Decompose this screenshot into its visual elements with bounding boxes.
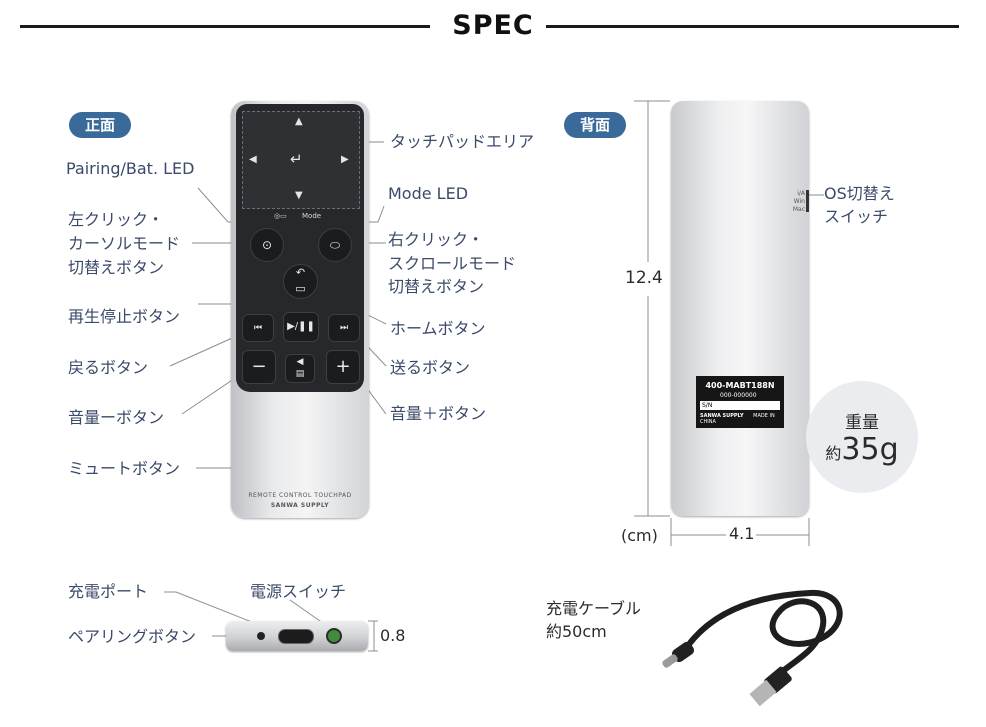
page-title: SPEC — [452, 10, 534, 41]
switch-mark-ia: i/A — [797, 190, 805, 197]
forward-button[interactable]: ⏭ — [328, 314, 360, 342]
os-switch[interactable] — [806, 190, 809, 212]
dimension-width: 4.1 — [729, 524, 755, 543]
plate-made-in: MADE IN CHINA — [700, 413, 775, 425]
plate-brand: SANWA SUPPLY — [700, 413, 744, 419]
label-right-click-2: スクロールモード — [388, 254, 517, 273]
label-left-click-1: 左クリック・ — [68, 210, 164, 229]
cable-label-1: 充電ケーブル — [546, 599, 642, 618]
plate-code: 000-000000 — [720, 392, 757, 399]
arrow-down-icon: ▼ — [295, 190, 303, 201]
switch-mark-mac: Mac — [792, 206, 805, 213]
label-right-click-3: 切替えボタン — [388, 277, 485, 296]
weight-prefix: 約 — [825, 444, 842, 463]
label-left-click-3: 切替えボタン — [68, 258, 165, 277]
label-mode-led: Mode LED — [388, 184, 469, 203]
home-button[interactable]: ↶▭ — [283, 264, 318, 299]
enter-icon: ↵ — [290, 150, 303, 168]
dimension-thickness: 0.8 — [380, 626, 406, 645]
label-volume-up: 音量＋ボタン — [390, 404, 487, 423]
volume-up-button[interactable]: + — [326, 350, 360, 384]
left-click-button[interactable]: ⊙ — [250, 228, 284, 262]
plate-sn: S/N — [700, 401, 780, 410]
label-left-click-2: カーソルモード — [68, 234, 181, 253]
label-back: 戻るボタン — [68, 358, 149, 377]
mode-text: Mode — [302, 212, 322, 220]
weight-value-wrap: 約35g — [806, 432, 918, 467]
usb-a-tip — [749, 679, 777, 707]
label-power-switch: 電源スイッチ — [250, 582, 347, 601]
arrow-left-icon: ◀ — [249, 154, 257, 165]
usb-c-plug — [671, 641, 695, 663]
dimension-height: 12.4 — [625, 268, 663, 288]
label-pairing-button: ペアリングボタン — [68, 627, 197, 646]
label-charge-port: 充電ポート — [68, 582, 149, 601]
spec-plate: 400-MABT188N 000-000000 S/N SANWA SUPPLY… — [696, 376, 784, 428]
touchpad-area[interactable]: ▲ ◀ ▶ ▼ ↵ — [242, 111, 360, 209]
play-pause-button[interactable]: ▶/❚❚ — [283, 312, 319, 342]
weight-value: 35g — [841, 432, 899, 467]
arrow-right-icon: ▶ — [341, 154, 349, 165]
right-click-button[interactable]: ⬭ — [318, 228, 352, 262]
front-badge: 正面 — [69, 112, 131, 138]
label-home: ホームボタン — [390, 319, 486, 338]
usb-c-tip — [662, 654, 678, 668]
label-play-pause: 再生停止ボタン — [68, 307, 181, 326]
back-button[interactable]: ⏮ — [242, 314, 274, 342]
dimension-unit: (cm) — [621, 526, 658, 545]
label-right-click-1: 右クリック・ — [388, 230, 484, 249]
usb-cable-icon — [662, 589, 843, 707]
arrow-up-icon: ▲ — [295, 116, 303, 127]
label-os-switch-2: スイッチ — [824, 207, 889, 226]
label-mute: ミュートボタン — [68, 459, 181, 478]
switch-mark-win: Win — [793, 198, 805, 205]
label-forward: 送るボタン — [390, 358, 471, 377]
pairing-button[interactable] — [257, 632, 265, 640]
mute-button[interactable]: ◀▤ — [285, 354, 315, 383]
power-switch[interactable] — [326, 628, 342, 644]
brand-text: SANWA SUPPLY — [270, 502, 330, 509]
remote-back — [671, 101, 809, 516]
label-volume-down: 音量ーボタン — [68, 408, 165, 427]
led-indicator: ◎▭ — [274, 212, 287, 220]
model-text: REMOTE CONTROL TOUCHPAD — [248, 492, 352, 499]
charge-port — [278, 629, 314, 644]
header-rule-right — [546, 25, 959, 28]
back-badge: 背面 — [564, 112, 626, 138]
plate-model: 400-MABT188N — [705, 381, 775, 390]
label-pairing-led: Pairing/Bat. LED — [66, 159, 195, 178]
header-rule-left — [20, 25, 430, 28]
volume-down-button[interactable]: − — [242, 350, 276, 384]
os-switch-marks: i/A Win Mac — [783, 190, 805, 214]
label-touchpad-area: タッチパッドエリア — [390, 132, 535, 151]
label-os-switch-1: OS切替え — [824, 184, 895, 203]
cable-label-2: 約50cm — [546, 622, 607, 641]
remote-side-view — [226, 621, 368, 651]
weight-label: 重量 — [845, 413, 879, 433]
weight-badge — [806, 381, 918, 493]
plate-bottom: SANWA SUPPLY MADE IN CHINA — [700, 413, 780, 425]
